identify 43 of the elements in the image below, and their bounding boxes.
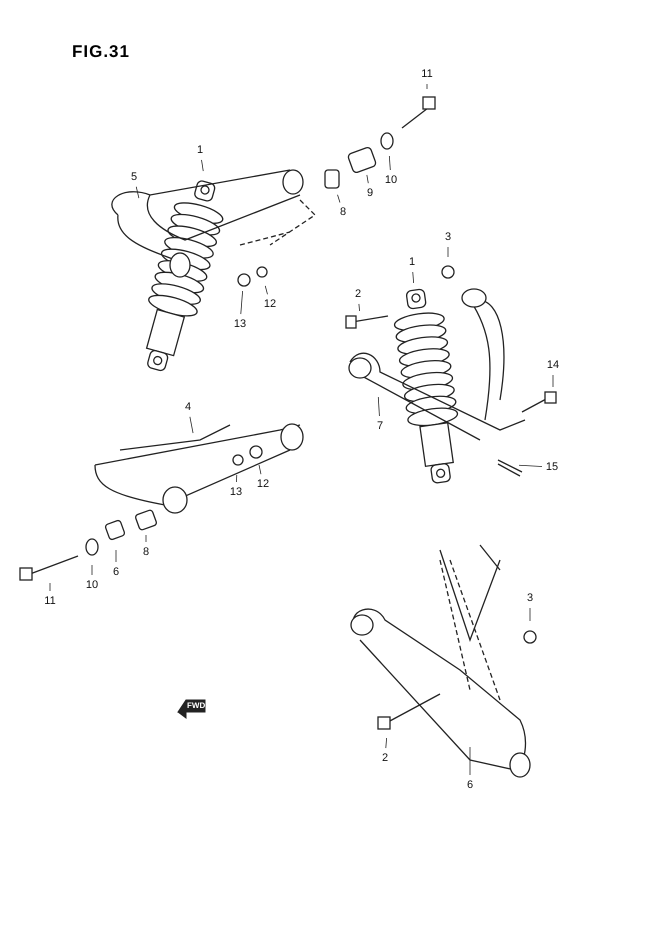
callout-number: 4 bbox=[184, 401, 192, 413]
callout-number: 3 bbox=[444, 231, 452, 243]
leader-line bbox=[358, 304, 360, 312]
callout-number: 13 bbox=[230, 486, 242, 498]
callout-number: 14 bbox=[546, 359, 560, 371]
callout-number: 9 bbox=[366, 187, 374, 199]
callout-number: 2 bbox=[354, 288, 362, 300]
leader-line bbox=[388, 156, 391, 170]
callout-number: 2 bbox=[382, 752, 388, 764]
callout-number: 1 bbox=[196, 144, 204, 156]
figure-title: FIG.31 bbox=[72, 42, 130, 62]
leader-line bbox=[258, 464, 262, 475]
callout-number: 11 bbox=[421, 68, 433, 80]
direction-label: FWD bbox=[187, 701, 206, 710]
callout-number: 12 bbox=[256, 478, 270, 490]
leader-line bbox=[264, 285, 268, 295]
leader-line bbox=[366, 174, 369, 184]
leader-line bbox=[378, 396, 380, 416]
leader-line bbox=[201, 159, 204, 172]
callout-number: 1 bbox=[408, 256, 416, 268]
callout-number: 5 bbox=[130, 171, 138, 183]
leader-line bbox=[426, 84, 428, 90]
callout-number: 8 bbox=[340, 206, 346, 218]
leader-line bbox=[190, 416, 194, 434]
callout-number: 11 bbox=[44, 595, 56, 607]
callout-number: 8 bbox=[142, 546, 150, 558]
callout-number: 12 bbox=[264, 298, 276, 310]
callout-number: 10 bbox=[86, 579, 98, 591]
callout-number: 15 bbox=[546, 461, 558, 473]
leader-line bbox=[136, 186, 140, 199]
callout-number: 10 bbox=[384, 174, 398, 186]
leader-line bbox=[412, 272, 414, 284]
leader-line bbox=[240, 290, 243, 314]
callout-number: 3 bbox=[526, 592, 534, 604]
leader-line bbox=[236, 474, 238, 482]
leader-line bbox=[337, 194, 340, 203]
callout-number: 6 bbox=[466, 779, 474, 791]
leader-line bbox=[552, 374, 554, 388]
callout-number: 7 bbox=[376, 420, 384, 432]
leader-line bbox=[518, 464, 542, 467]
callout-number: 6 bbox=[112, 566, 120, 578]
callout-number: 13 bbox=[234, 318, 246, 330]
leader-line bbox=[385, 738, 387, 748]
